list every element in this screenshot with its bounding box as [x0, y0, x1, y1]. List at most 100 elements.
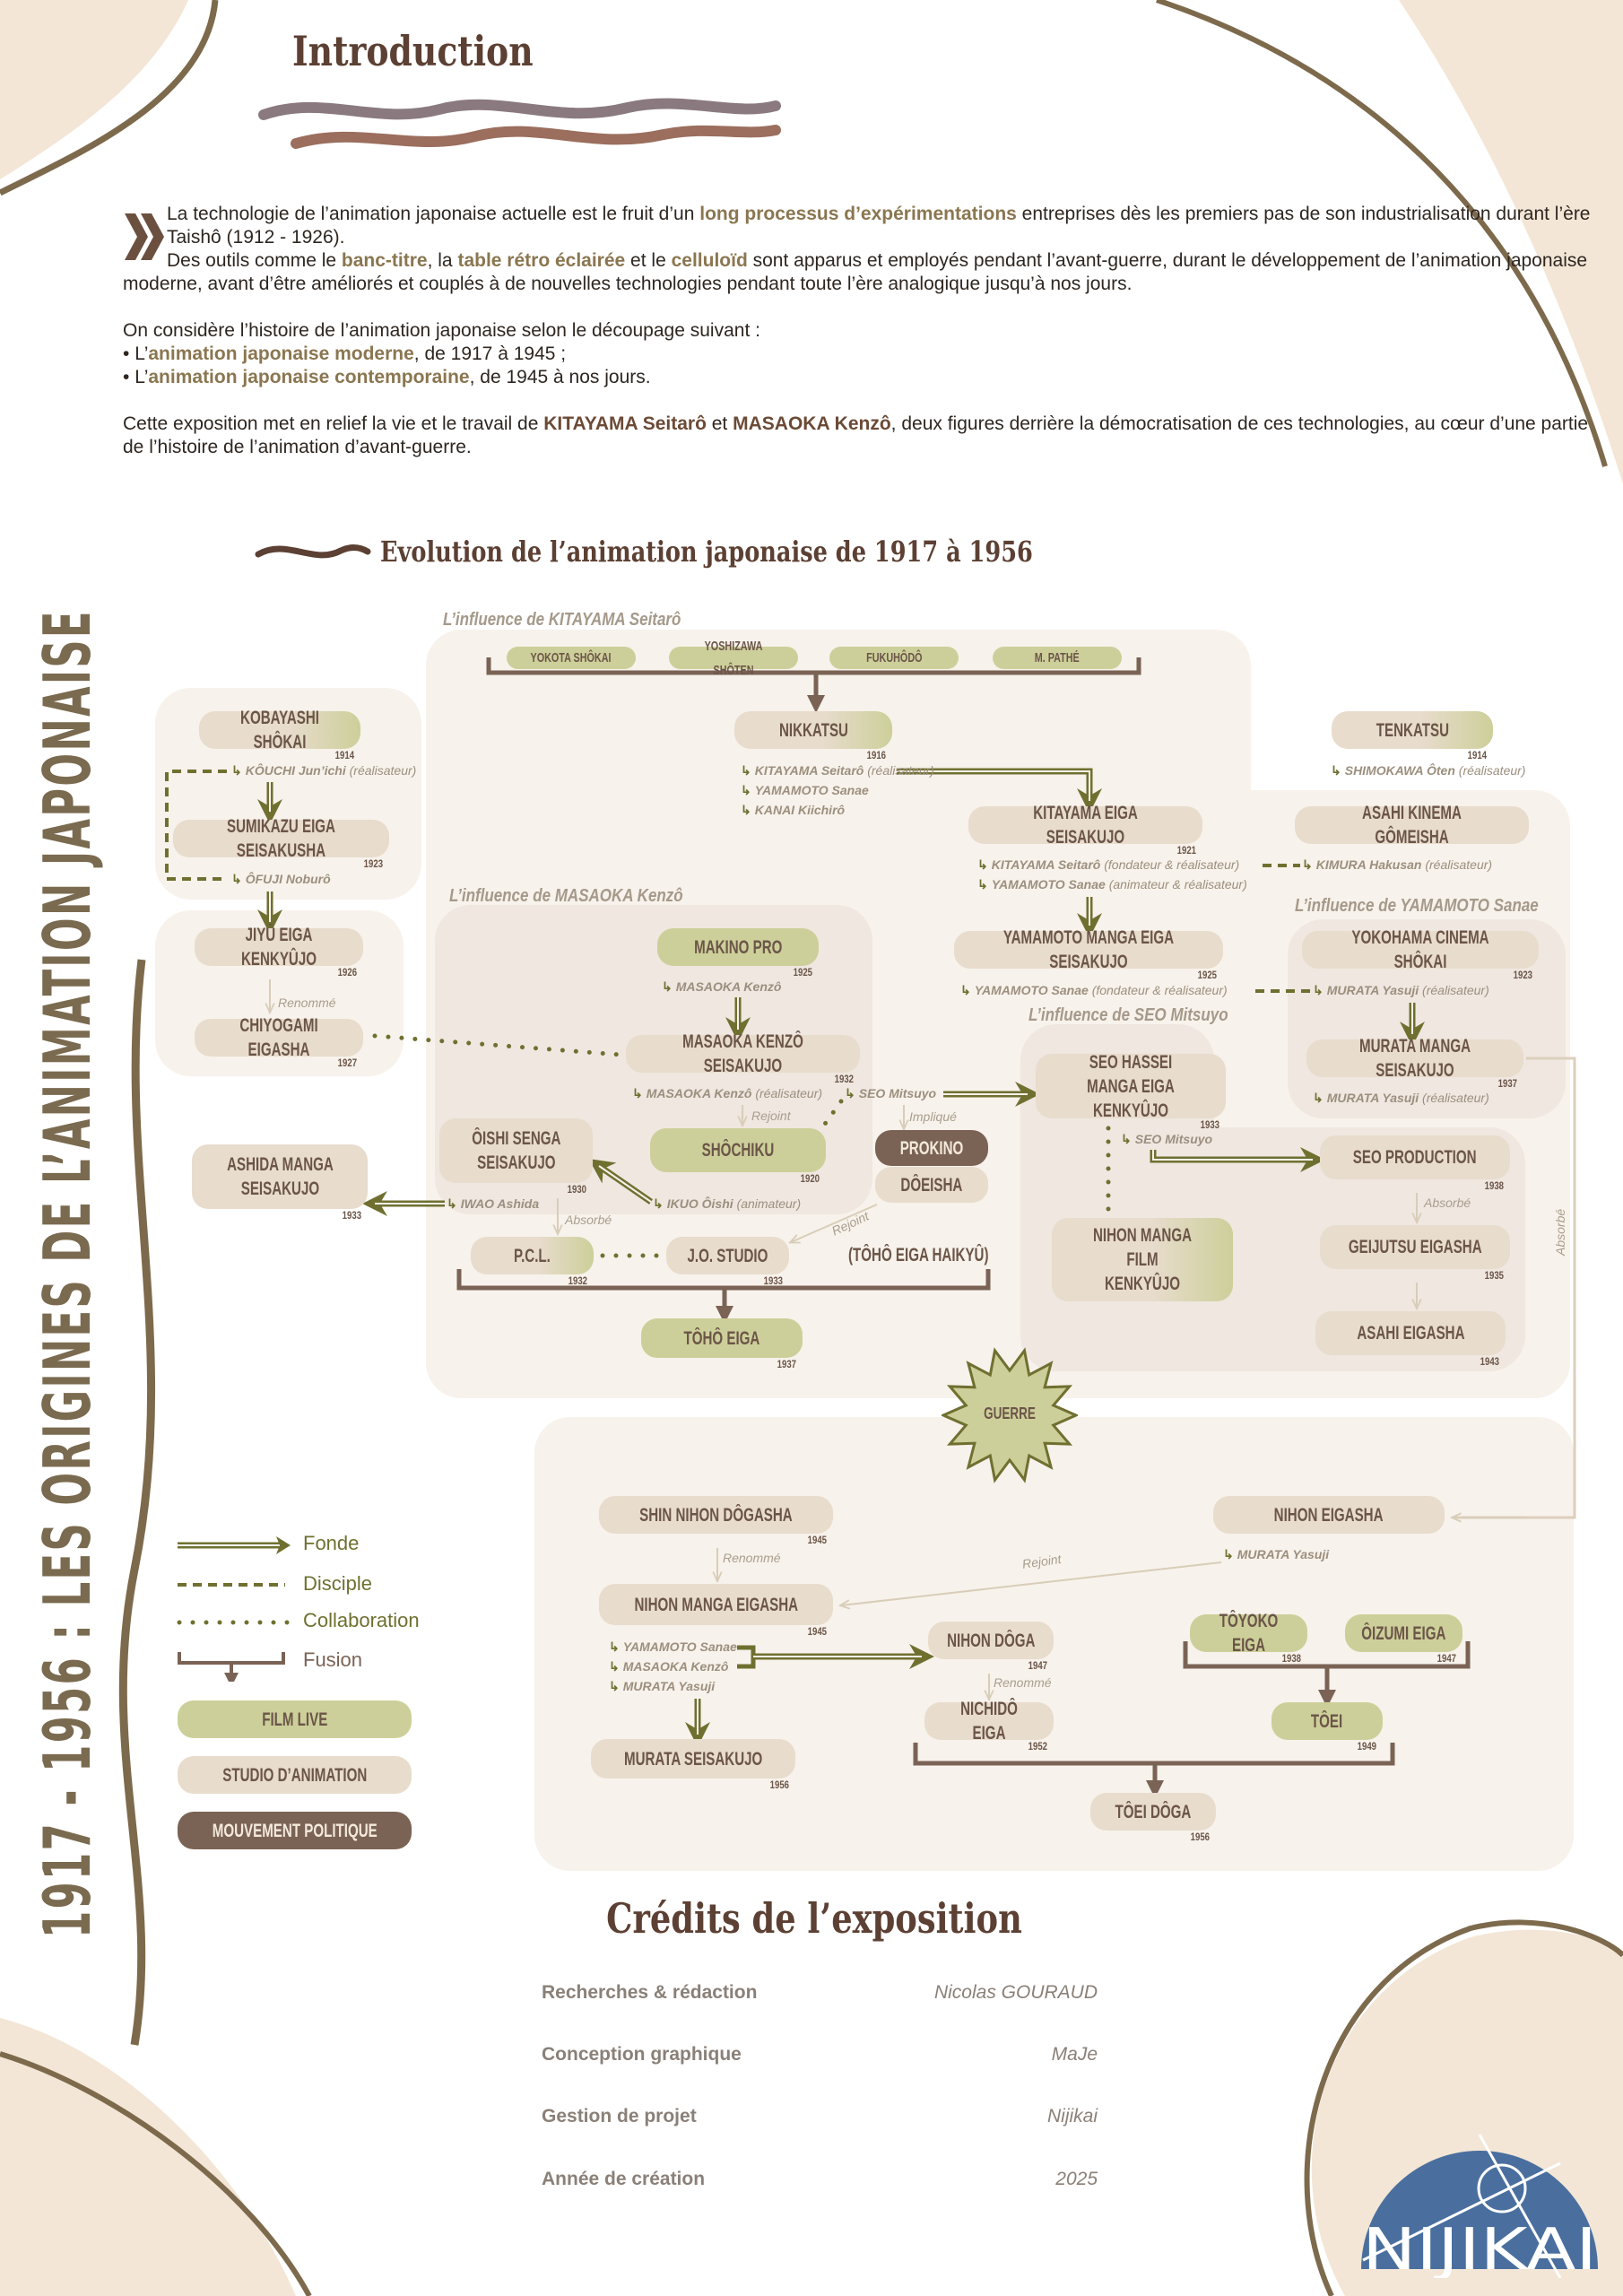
person-line: ↳MURATA Yasuji: [609, 1679, 715, 1694]
person-arrow-icon: ↳: [231, 763, 242, 778]
legend-studio: STUDIO D’ANIMATION: [178, 1756, 412, 1794]
connector-thin: [841, 1561, 1222, 1605]
node-year: 1937: [777, 1358, 797, 1370]
intro-text: La technologie de l’animation japonaise …: [123, 203, 1593, 483]
node-year: 1932: [568, 1274, 588, 1287]
intro-paragraph-1: La technologie de l’animation japonaise …: [123, 203, 1593, 296]
node-label: SEO HASSEI MANGA EIGA KENKYÛJO: [1087, 1051, 1175, 1121]
toho-haikyu-label: (TÔHÔ EIGA HAIKYÛ): [848, 1245, 989, 1265]
person-role: (réalisateur): [1425, 857, 1493, 872]
connector-fusion: [1183, 1641, 1471, 1699]
person-arrow-icon: ↳: [609, 1659, 620, 1674]
person-line: ↳YAMAMOTO Sanae (fondateur & réalisateur…: [960, 983, 1228, 998]
person-name: MURATA Yasuji: [1326, 983, 1419, 997]
text: , de 1917 à 1945 ;: [413, 344, 567, 364]
person-arrow-icon: ↳: [741, 783, 751, 797]
person-arrow-icon: ↳: [1302, 857, 1313, 872]
person-name: SEO Mitsuyo: [858, 1086, 937, 1100]
connector-fusion: [486, 657, 1141, 704]
person-arrow-icon: ↳: [845, 1086, 855, 1100]
person-arrow-icon: ↳: [960, 983, 971, 997]
person-line: ↳MURATA Yasuji (réalisateur): [1313, 983, 1489, 998]
highlight: celluloïd: [671, 250, 748, 271]
person-name: MURATA Yasuji: [1326, 1091, 1419, 1105]
node-year: 1925: [793, 966, 813, 978]
person-arrow-icon: ↳: [1223, 1547, 1234, 1561]
person-arrow-icon: ↳: [1331, 763, 1341, 778]
person-line: ↳SEO Mitsuyo: [1121, 1132, 1212, 1147]
text: , deux figures derrière la démocratisati…: [123, 413, 1589, 457]
edge-label: Renommé: [278, 996, 336, 1010]
node-year: 1925: [1197, 969, 1218, 981]
person-name: MASAOKA Kenzô: [622, 1659, 729, 1674]
person-name: IWAO Ashida: [460, 1196, 540, 1211]
highlight: MASAOKA Kenzô: [733, 413, 891, 434]
person-arrow-icon: ↳: [609, 1679, 620, 1693]
node-label: YOKOHAMA CINEMA SHÔKAI: [1351, 927, 1489, 972]
panel-label-yamamoto: L’influence de YAMAMOTO Sanae: [1295, 896, 1539, 916]
person-name: KÔUCHI Jun’ichi: [245, 763, 346, 778]
connector-thin: [791, 1204, 878, 1242]
legend-label: STUDIO D’ANIMATION: [221, 1764, 367, 1786]
highlight: banc-titre: [341, 250, 428, 271]
node-year: 1930: [567, 1183, 587, 1196]
node-year: 1945: [807, 1534, 828, 1546]
connector-fonde: [1150, 1147, 1325, 1172]
panel-label-kitayama: L’influence de KITAYAMA Seitarô: [443, 610, 681, 630]
person-name: KITAYAMA Seitarô: [754, 763, 864, 778]
person-line: ↳YAMAMOTO Sanae: [741, 783, 869, 798]
connector-fonde: [1152, 1150, 1313, 1161]
edge-label: Impliqué: [909, 1109, 957, 1124]
node-label: MURATA SEISAKUJO: [623, 1748, 763, 1770]
node-nihonmangafilm: NIHON MANGA FILM KENKYÛJO: [1052, 1218, 1233, 1301]
edge-label: Absorbé: [1424, 1196, 1471, 1210]
node-yoshizawa: YOSHIZAWA SHÔTEN: [669, 639, 798, 678]
legend-disciple: Disciple: [303, 1572, 373, 1595]
credit-label: Année de création: [542, 2169, 706, 2189]
node-pcl: P.C.L.1932: [471, 1237, 594, 1287]
person-line: ↳YAMAMOTO Sanae: [609, 1639, 737, 1655]
node-year: 1920: [800, 1172, 820, 1185]
legend-label: FILM LIVE: [261, 1709, 328, 1730]
period-item: L’animation japonaise contemporaine, de …: [123, 366, 1593, 389]
node-label: ASAHI EIGASHA: [1356, 1323, 1465, 1344]
person-arrow-icon: ↳: [741, 803, 751, 817]
node-year: 1933: [1200, 1118, 1220, 1131]
person-name: KIMURA Hakusan: [1315, 857, 1422, 872]
legend-fusion-symbol: [178, 1652, 285, 1680]
credit-label: Conception graphique: [542, 2044, 742, 2065]
node-label: FUKUHÔDÔ: [865, 650, 923, 665]
node-year: 1932: [834, 1073, 855, 1085]
chevron-quote-icon: [125, 213, 164, 260]
text: et: [706, 413, 733, 434]
node-year: 1923: [363, 857, 384, 870]
person-line: ↳SHIMOKAWA Ôten (réalisateur): [1331, 763, 1525, 778]
panel-label-seo: L’influence de SEO Mitsuyo: [1028, 1005, 1228, 1025]
text: sont apparus et employés pendant l’avant…: [123, 250, 1588, 294]
node-label: J.O. STUDIO: [687, 1245, 768, 1266]
node-year: 1945: [807, 1625, 828, 1638]
node-label: NIHON MANGA EIGASHA: [634, 1594, 798, 1615]
person-arrow-icon: ↳: [1313, 1091, 1324, 1105]
legend-fonde: Fonde: [303, 1532, 360, 1554]
person-arrow-icon: ↳: [609, 1639, 620, 1654]
person-name: YAMAMOTO Sanae: [622, 1639, 737, 1654]
node-label: NIHON DÔGA: [946, 1630, 1036, 1651]
connector-fonde: [897, 770, 1090, 801]
person-line: ↳IKUO Ôishi (animateur): [653, 1196, 801, 1212]
connector-thinline: [1453, 1057, 1576, 1519]
